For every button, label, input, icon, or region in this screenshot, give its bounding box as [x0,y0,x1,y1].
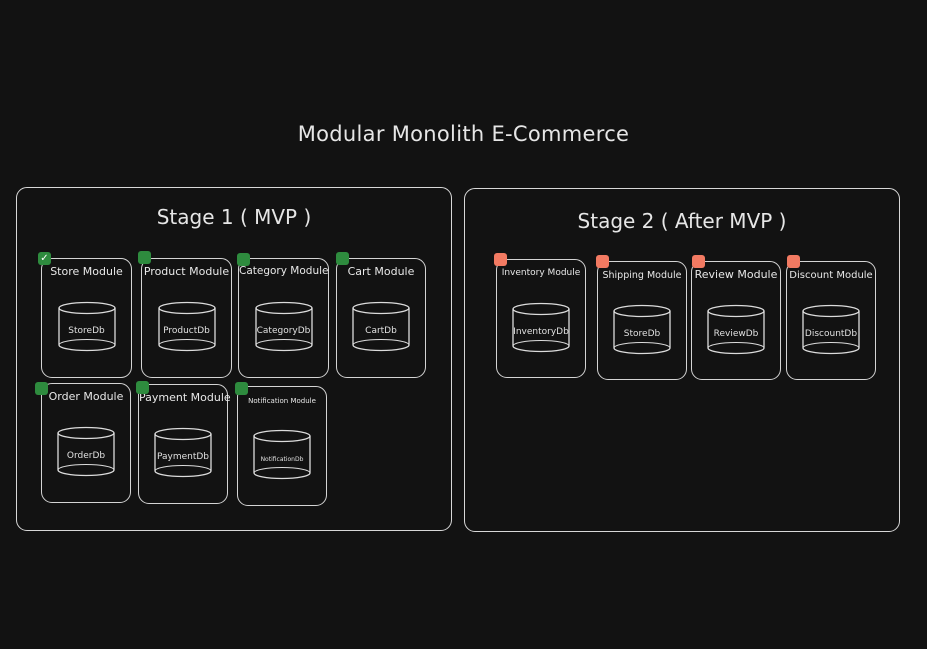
module-label: Product Module [143,265,230,278]
database-icon: CategoryDb [254,301,313,353]
status-marker [336,252,349,265]
db-label: StoreDb [68,326,105,336]
module-label: Order Module [48,390,124,403]
db-label: CategoryDb [256,326,311,336]
db-label: InventoryDb [513,327,569,337]
stage-2-frame[interactable]: Stage 2 ( After MVP ) Inventory Module I… [464,188,900,532]
module-label: Payment Module [139,391,231,404]
database-icon: ProductDb [157,301,216,353]
stage-2-title: Stage 2 ( After MVP ) [577,209,787,233]
status-marker [237,253,250,266]
db-label: ProductDb [163,326,210,336]
discount-module[interactable]: Discount Module DiscountDb [786,261,876,380]
store-module[interactable]: Store Module StoreDb [41,258,132,378]
status-marker [494,253,507,266]
category-module[interactable]: Category Module CategoryDb [238,258,329,378]
db-label: ReviewDb [713,329,759,339]
product-module[interactable]: Product Module ProductDb [141,258,232,378]
status-marker [692,255,705,268]
status-marker [787,255,800,268]
database-icon: InventoryDb [512,302,570,354]
stage-1-frame[interactable]: Stage 1 ( MVP ) Store Module StoreDb ✓ P… [16,187,452,531]
database-icon: NotificationDb [253,429,311,481]
status-marker [235,382,248,395]
database-icon: OrderDb [57,426,115,478]
stage-1-title: Stage 1 ( MVP ) [156,205,312,229]
database-icon: StoreDb [613,304,671,356]
check-icon: ✓ [38,252,51,265]
db-label: OrderDb [66,451,106,461]
status-marker [596,255,609,268]
module-label: Category Module [239,265,329,277]
module-label: Inventory Module [501,268,581,278]
db-label: PaymentDb [156,452,210,462]
database-icon: StoreDb [57,301,116,353]
status-marker [138,251,151,264]
database-icon: ReviewDb [707,304,765,356]
order-module[interactable]: Order Module OrderDb [41,383,131,503]
db-label: NotificationDb [260,456,304,463]
module-label: Store Module [50,265,123,278]
payment-module[interactable]: Payment Module PaymentDb [138,384,231,504]
db-label: DiscountDb [804,329,858,339]
diagram-title: Modular Monolith E-Commerce [297,122,630,146]
database-icon: CartDb [352,301,410,353]
database-icon: DiscountDb [802,304,860,356]
notification-module[interactable]: Notification Module NotificationDb [237,386,327,506]
review-module[interactable]: Review Module ReviewDb [691,261,781,380]
module-label: Shipping Module [602,270,682,281]
db-label: StoreDb [623,329,661,339]
module-label: Review Module [694,268,778,281]
status-marker [35,382,48,395]
module-label: Cart Module [347,265,415,278]
inventory-module[interactable]: Inventory Module InventoryDb [496,259,586,378]
module-label: Notification Module [248,397,316,405]
module-label: Discount Module [789,270,873,281]
shipping-module[interactable]: Shipping Module StoreDb [597,261,687,380]
cart-module[interactable]: Cart Module CartDb [336,258,426,378]
database-icon: PaymentDb [154,427,212,479]
db-label: CartDb [365,326,397,336]
status-marker [136,381,149,394]
